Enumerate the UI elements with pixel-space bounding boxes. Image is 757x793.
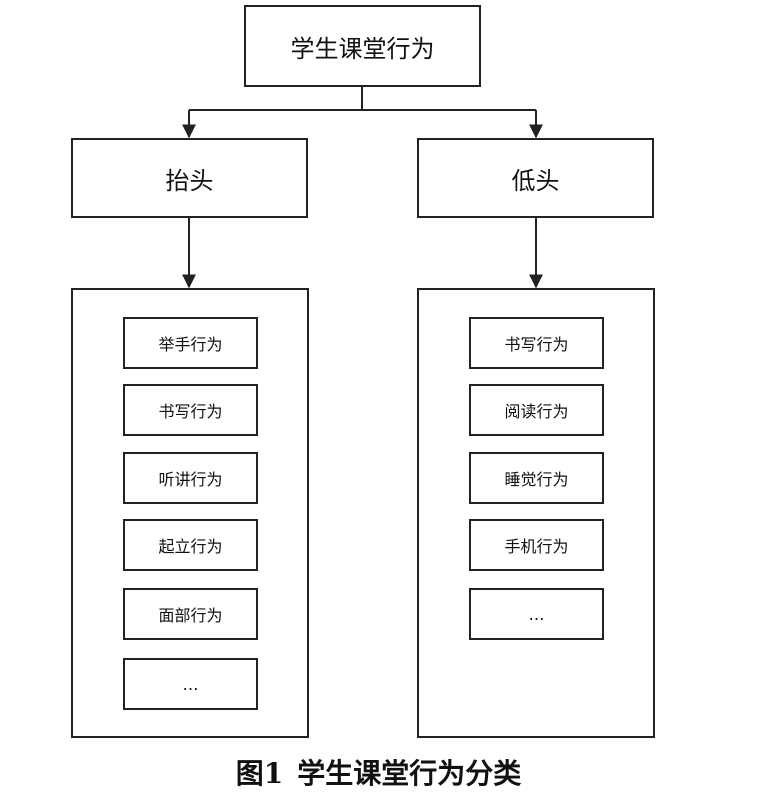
behavior-item: 起立行为 [123, 519, 258, 571]
behavior-item: 听讲行为 [123, 452, 258, 504]
behavior-item: 书写行为 [469, 317, 604, 369]
behavior-item-ellipsis: … [469, 588, 604, 640]
behavior-item: 面部行为 [123, 588, 258, 640]
category-node-left: 抬头 [71, 138, 308, 218]
behavior-item: 睡觉行为 [469, 452, 604, 504]
category-left-label: 抬头 [165, 166, 214, 195]
behavior-item: 举手行为 [123, 317, 258, 369]
behavior-item: 书写行为 [123, 384, 258, 436]
right-behavior-list: 书写行为 阅读行为 睡觉行为 手机行为 … [417, 288, 655, 738]
figure-caption: 图1 学生课堂行为分类 [0, 752, 757, 792]
root-label: 学生课堂行为 [290, 34, 435, 63]
behavior-item: 手机行为 [469, 519, 604, 571]
behavior-item-ellipsis: … [123, 658, 258, 710]
category-node-right: 低头 [417, 138, 654, 218]
behavior-item: 阅读行为 [469, 384, 604, 436]
figure-number: 图1 [235, 757, 284, 790]
root-node: 学生课堂行为 [244, 5, 481, 87]
category-right-label: 低头 [511, 166, 560, 195]
figure-title: 学生课堂行为分类 [297, 757, 522, 790]
left-behavior-list: 举手行为 书写行为 听讲行为 起立行为 面部行为 … [71, 288, 309, 738]
